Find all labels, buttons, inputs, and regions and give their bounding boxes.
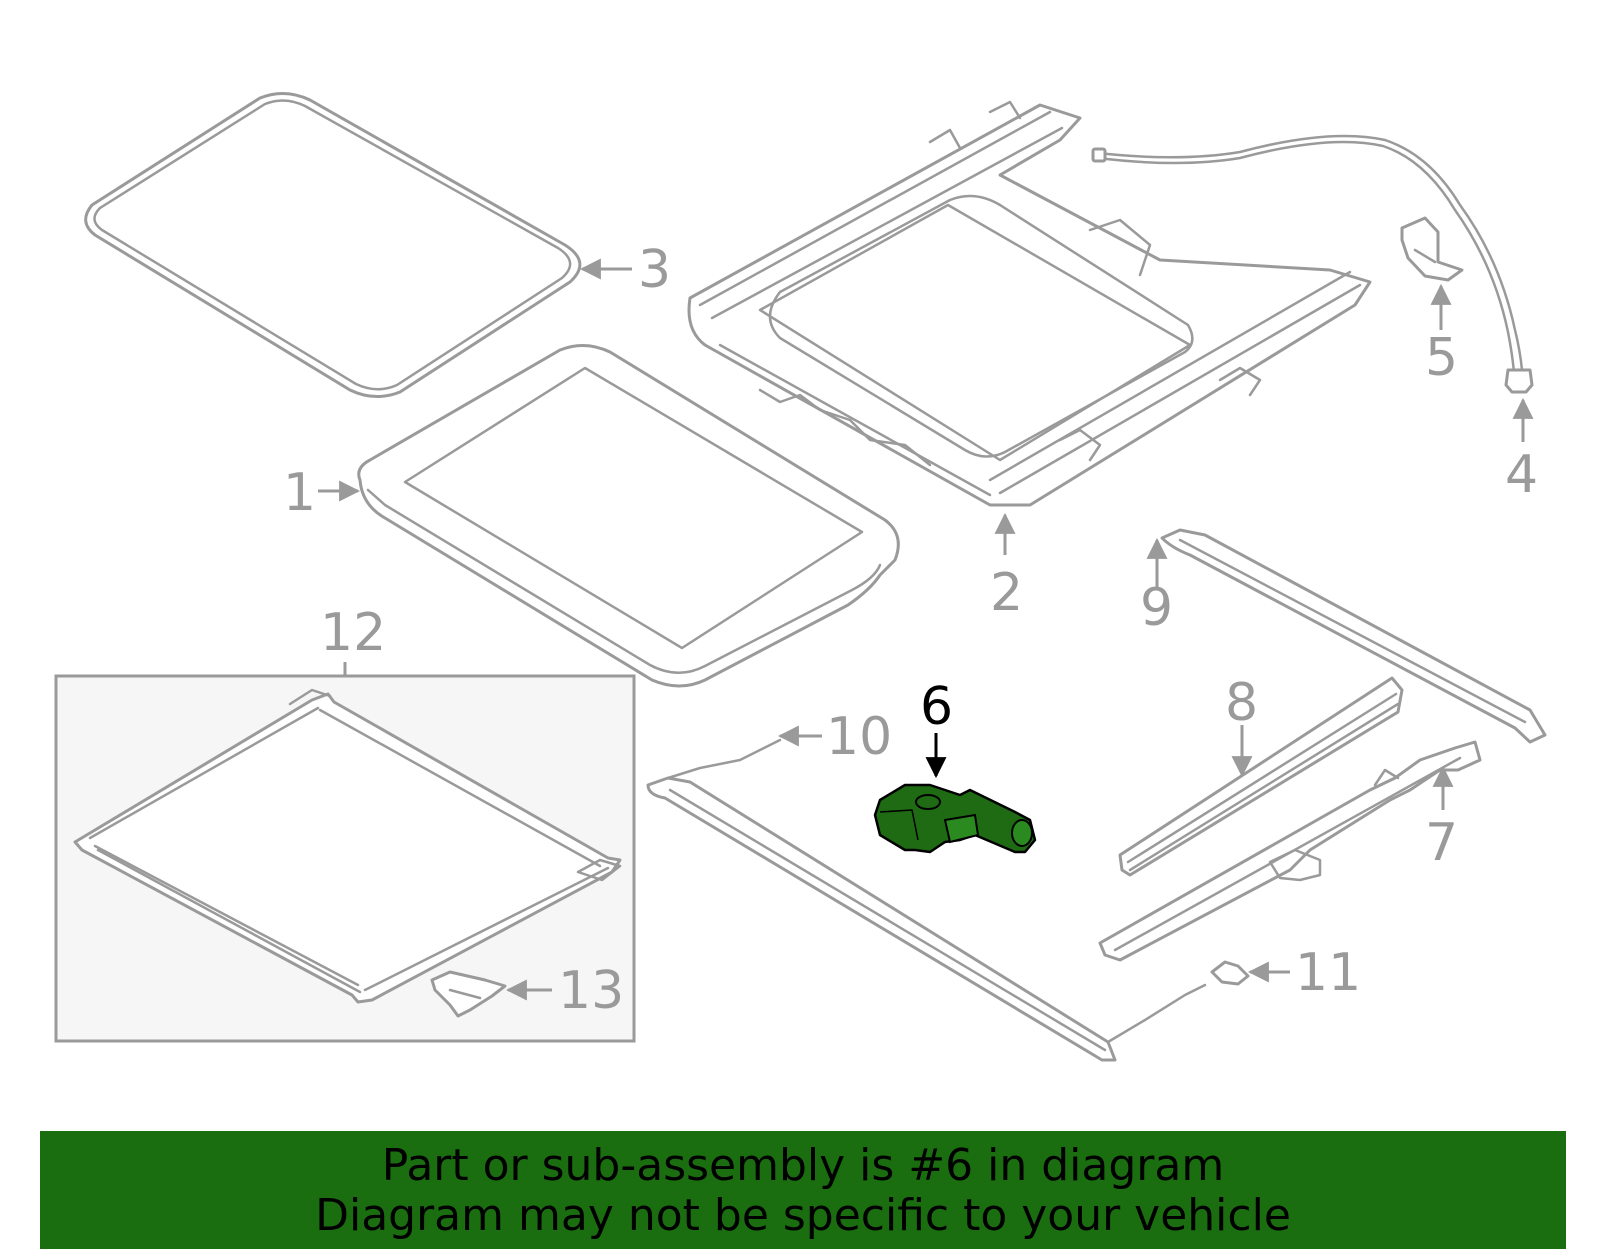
callout-8: 8 xyxy=(1225,673,1258,733)
part-6-motor[interactable] xyxy=(873,783,1037,854)
info-banner: Part or sub-assembly is #6 in diagram Di… xyxy=(40,1131,1566,1249)
part-4-drain-hose[interactable] xyxy=(1091,134,1534,394)
part-12-sunshade[interactable] xyxy=(73,688,622,1004)
part-11-clip[interactable] xyxy=(1210,960,1250,986)
callout-13: 13 xyxy=(558,961,624,1021)
callout-10: 10 xyxy=(826,707,892,767)
part-5-clip[interactable] xyxy=(1400,216,1464,282)
banner-line-1: Part or sub-assembly is #6 in diagram xyxy=(381,1140,1225,1191)
callout-2: 2 xyxy=(990,563,1023,623)
part-10-rail[interactable] xyxy=(646,738,1207,1062)
callout-9: 9 xyxy=(1140,578,1173,638)
part-1-glass-panel[interactable] xyxy=(357,344,900,688)
callout-12: 12 xyxy=(320,603,386,663)
callout-4: 4 xyxy=(1505,445,1538,505)
callout-5: 5 xyxy=(1425,328,1458,388)
callout-1: 1 xyxy=(283,463,316,523)
callout-3: 3 xyxy=(638,240,671,300)
part-8-guide-rail[interactable] xyxy=(1118,676,1404,877)
callout-6: 6 xyxy=(920,677,953,737)
part-3-seal[interactable] xyxy=(84,92,582,398)
callout-7: 7 xyxy=(1425,813,1458,873)
part-13-clip[interactable] xyxy=(430,970,507,1018)
banner-line-2: Diagram may not be specific to your vehi… xyxy=(315,1190,1291,1241)
part-2-frame-assembly[interactable] xyxy=(687,100,1372,507)
callout-11: 11 xyxy=(1295,943,1361,1003)
